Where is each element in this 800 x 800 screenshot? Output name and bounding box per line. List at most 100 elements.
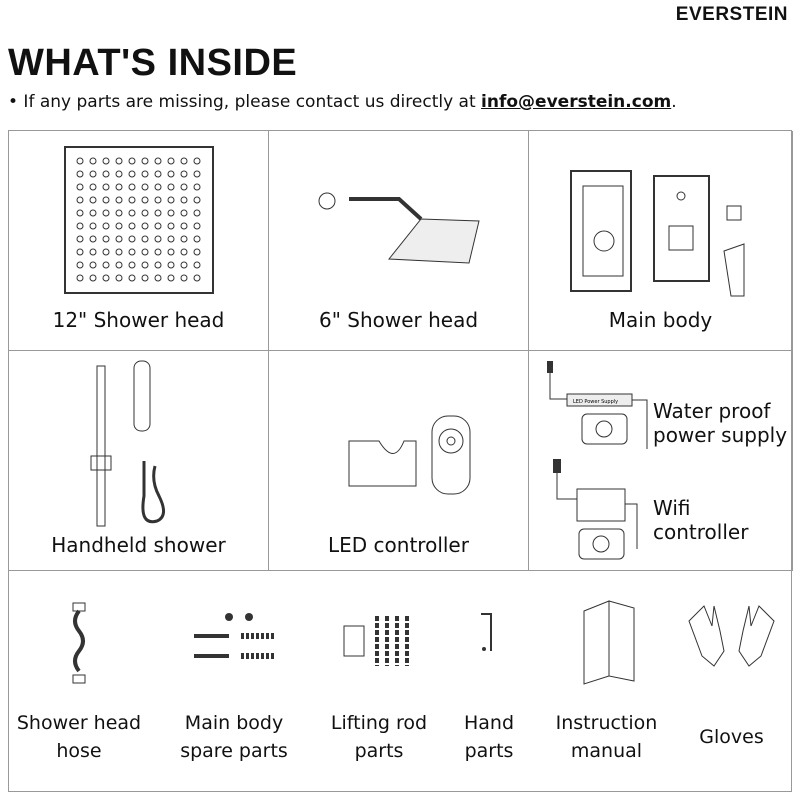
- page-title: WHAT'S INSIDE: [8, 42, 298, 84]
- email-link[interactable]: info@everstein.com: [481, 92, 672, 112]
- nozzle-dot: [167, 209, 175, 217]
- nozzle-dot: [76, 235, 84, 243]
- nozzle-dot: [102, 170, 110, 178]
- note-text: • If any parts are missing, please conta…: [8, 92, 482, 112]
- item-label: Main body: [608, 308, 713, 332]
- nozzle-dot: [141, 209, 149, 217]
- part-label: Instruction manual: [544, 709, 669, 765]
- nozzle-dot: [180, 183, 188, 191]
- nozzle-dot: [102, 235, 110, 243]
- line2: manual: [570, 740, 643, 762]
- line2: hose: [56, 740, 102, 762]
- nozzle-dot: [180, 248, 188, 256]
- nozzle-dot: [89, 209, 97, 217]
- nozzle-dot: [141, 235, 149, 243]
- shower-head-arm-image: [318, 192, 480, 264]
- nozzle-dot: [89, 170, 97, 178]
- nozzle-dot: [141, 274, 149, 282]
- nozzle-dot: [128, 248, 136, 256]
- nozzle-dot: [76, 183, 84, 191]
- nozzle-dot: [141, 261, 149, 269]
- nozzle-dot: [154, 235, 162, 243]
- led-controller-image: [348, 415, 471, 495]
- nozzle-dot: [76, 170, 84, 178]
- nozzle-dot: [102, 209, 110, 217]
- nozzle-dot: [180, 261, 188, 269]
- nozzle-dot: [102, 274, 110, 282]
- nozzle-dot: [141, 183, 149, 191]
- nozzle-dot: [115, 157, 123, 165]
- nozzle-dot: [167, 235, 175, 243]
- nozzle-dot: [167, 157, 175, 165]
- nozzle-dot: [193, 274, 201, 282]
- nozzle-dot: [128, 196, 136, 204]
- brand-logo: EVERSTEIN: [675, 4, 788, 25]
- nozzle-dot: [193, 222, 201, 230]
- gloves-image: [688, 605, 775, 667]
- nozzle-dot: [154, 157, 162, 165]
- device-label: LED Power Supply: [573, 399, 618, 405]
- part-lifting-rod-parts: Lifting rod parts: [314, 571, 444, 791]
- hex-key-image: [481, 613, 492, 651]
- nozzle-dot: [154, 209, 162, 217]
- nozzle-dot: [128, 235, 136, 243]
- nozzle-dot: [128, 261, 136, 269]
- nozzle-dot: [76, 209, 84, 217]
- nozzle-dot: [115, 209, 123, 217]
- item-6in-shower-head: 6" Shower head: [269, 131, 529, 351]
- item-12in-shower-head: 12" Shower head: [9, 131, 269, 351]
- rod-parts-image: [343, 616, 409, 666]
- nozzle-dot: [102, 248, 110, 256]
- nozzle-dot: [180, 196, 188, 204]
- nozzle-dot: [89, 183, 97, 191]
- nozzle-dot: [115, 274, 123, 282]
- part-shower-head-hose: Shower head hose: [9, 571, 149, 791]
- nozzle-dot: [128, 222, 136, 230]
- nozzle-dot: [154, 170, 162, 178]
- nozzle-dot: [115, 183, 123, 191]
- nozzle-dot: [180, 209, 188, 217]
- nozzle-dot: [167, 183, 175, 191]
- missing-parts-note: • If any parts are missing, please conta…: [8, 92, 677, 112]
- nozzle-dot: [102, 196, 110, 204]
- nozzle-dot: [141, 157, 149, 165]
- item-label: 12" Shower head: [52, 308, 225, 332]
- hose-image: [72, 602, 86, 684]
- part-gloves: Gloves: [674, 571, 789, 791]
- line1: Instruction: [555, 712, 658, 734]
- nozzle-dot: [76, 248, 84, 256]
- part-label: Gloves: [699, 726, 764, 748]
- nozzle-dot: [180, 235, 188, 243]
- nozzle-dot: [89, 235, 97, 243]
- square-shower-head-image: [64, 146, 214, 294]
- screws-image: [194, 613, 274, 659]
- nozzle-dot: [102, 222, 110, 230]
- line1: Shower head: [16, 712, 142, 734]
- nozzle-dot: [154, 274, 162, 282]
- nozzle-dot: [89, 274, 97, 282]
- part-label: Shower head hose: [9, 709, 149, 765]
- nozzle-dot: [128, 157, 136, 165]
- nozzle-dot: [89, 222, 97, 230]
- nozzle-dot: [115, 196, 123, 204]
- nozzle-dot: [167, 196, 175, 204]
- item-main-body: Main body: [529, 131, 793, 351]
- nozzle-dot: [102, 183, 110, 191]
- nozzle-dot: [193, 157, 201, 165]
- nozzle-dot: [154, 248, 162, 256]
- nozzle-dot: [180, 170, 188, 178]
- nozzle-dot: [193, 196, 201, 204]
- line2: parts: [354, 740, 404, 762]
- nozzle-dot: [193, 235, 201, 243]
- line1: Lifting rod: [330, 712, 428, 734]
- item-handheld-shower: Handheld shower: [9, 351, 269, 571]
- line1: Main body: [184, 712, 284, 734]
- nozzle-dot: [141, 196, 149, 204]
- nozzle-dot: [141, 248, 149, 256]
